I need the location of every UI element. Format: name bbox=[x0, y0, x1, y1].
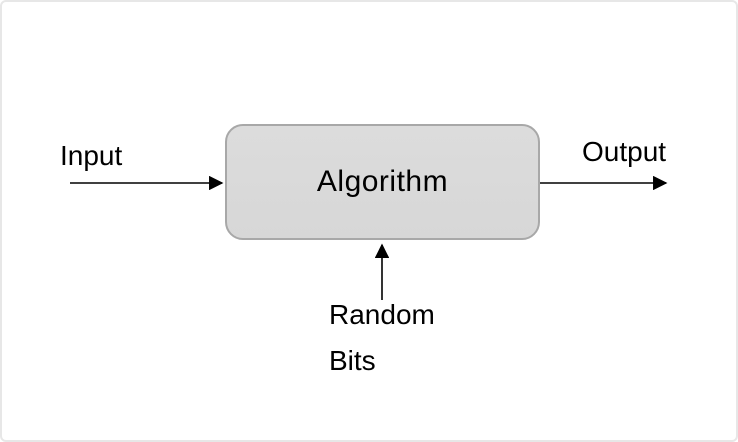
output-label: Output bbox=[582, 136, 667, 167]
input-label: Input bbox=[60, 140, 123, 171]
algorithm-node-label: Algorithm bbox=[316, 165, 449, 198]
algorithm-node: Algorithm bbox=[225, 124, 540, 240]
random-bits-label: Random Bits bbox=[329, 299, 435, 376]
